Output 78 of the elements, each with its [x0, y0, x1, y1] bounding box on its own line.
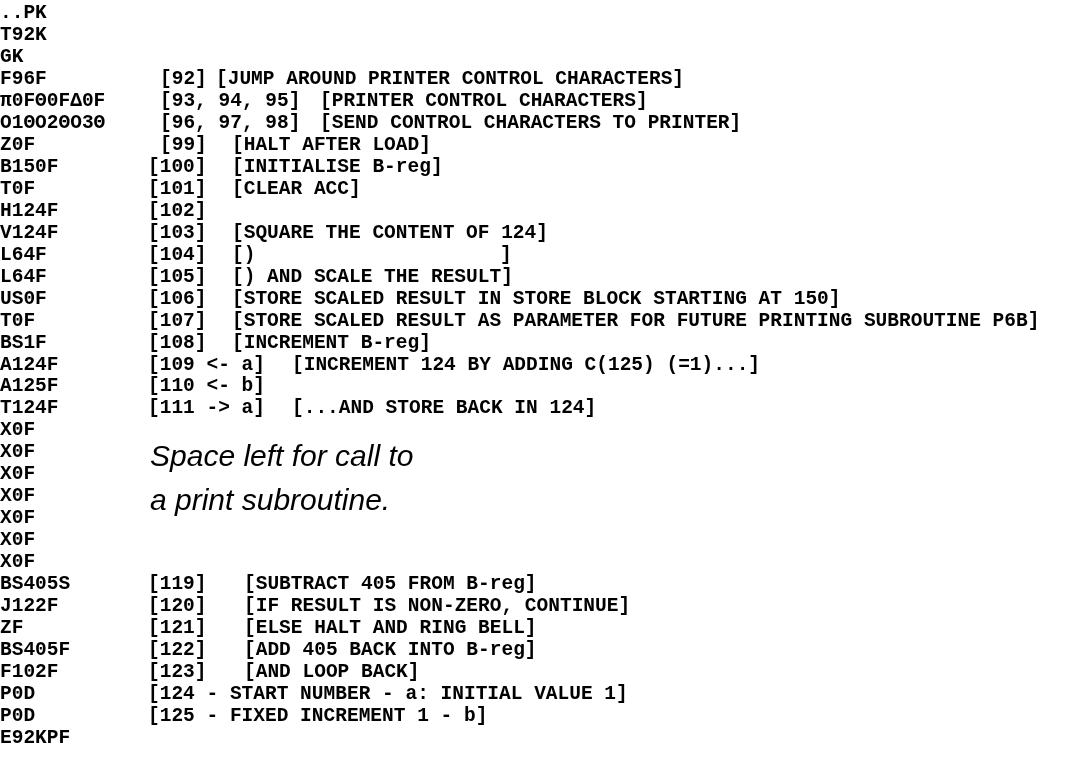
comment-text: [ELSE HALT AND RING BELL] [244, 618, 537, 639]
note-text: Space left for call to a print subroutine. [150, 437, 415, 518]
address-label: [102] [148, 200, 207, 221]
instruction-code: BS405S [0, 574, 71, 595]
address-label: [105] [148, 266, 207, 287]
instruction-code: ZF [0, 618, 24, 639]
address-label: [101] [148, 178, 207, 199]
address-label: [108] [148, 332, 207, 353]
instruction-code: V124F [0, 222, 59, 243]
instruction-code: O1ΘO2ΘO3Θ [0, 112, 106, 133]
address-label: [96, 97, 98] [160, 112, 301, 133]
instruction-code: X0F [0, 552, 36, 573]
address-label: [103] [148, 222, 207, 243]
comment-text: [) [232, 244, 256, 265]
comment-text: [) AND SCALE THE RESULT] [232, 266, 513, 287]
instruction-code: P0D [0, 706, 36, 727]
address-label: [99] [160, 134, 207, 155]
comment-text: [ADD 405 BACK INTO B-reg] [244, 640, 537, 661]
instruction-code: X0F [0, 530, 36, 551]
instruction-code: T92K [0, 24, 47, 45]
address-label: [109 <- a] [148, 354, 266, 375]
instruction-code: US0F [0, 288, 47, 309]
address-label: [106] [148, 288, 207, 309]
comment-text: [INCREMENT 124 BY ADDING C(125) (=1)...] [292, 354, 761, 375]
instruction-code: T0F [0, 310, 36, 331]
instruction-code: X0F [0, 420, 36, 441]
comment-text: [STORE SCALED RESULT IN STORE BLOCK STARTING AT 150] [232, 288, 841, 309]
instruction-code: A124F [0, 354, 59, 375]
comment-text: [PRINTER CONTROL CHARACTERS] [320, 90, 648, 111]
address-label: [93, 94, 95] [160, 90, 301, 111]
address-label: [122] [148, 640, 207, 661]
comment-text: [INCREMENT B-reg] [232, 332, 431, 353]
instruction-code: A125F [0, 376, 59, 397]
comment-text: [AND LOOP BACK] [244, 662, 420, 683]
comment-text: [JUMP AROUND PRINTER CONTROL CHARACTERS] [216, 68, 685, 89]
address-label: [107] [148, 310, 207, 331]
instruction-code: X0F [0, 508, 36, 529]
instruction-code: F96F [0, 68, 47, 89]
instruction-code: X0F [0, 486, 36, 507]
instruction-code: F102F [0, 662, 59, 683]
address-label: [92] [160, 68, 207, 89]
address-label: [123] [148, 662, 207, 683]
address-label: [119] [148, 574, 207, 595]
address-label: [124 - START NUMBER - a: INITIAL VALUE 1] [148, 684, 628, 705]
address-label: [104] [148, 244, 207, 265]
comment-text: [STORE SCALED RESULT AS PARAMETER FOR FUTURE PRINTING SUBROUTINE P6B] [232, 310, 1040, 331]
instruction-code: H124F [0, 200, 59, 221]
instruction-code: L64F [0, 266, 47, 287]
instruction-code: T0F [0, 178, 36, 199]
comment-text: [CLEAR ACC] [232, 178, 361, 199]
address-label: [125 - FIXED INCREMENT 1 - b] [148, 706, 488, 727]
comment-text: [...AND STORE BACK IN 124] [292, 398, 597, 419]
instruction-code: ..PK [0, 3, 47, 23]
address-label: [120] [148, 596, 207, 617]
comment-text: [INITIALISE B-reg] [232, 156, 443, 177]
address-label: [121] [148, 618, 207, 639]
instruction-code: B150F [0, 156, 59, 177]
address-label: [100] [148, 156, 207, 177]
instruction-code: Z0F [0, 134, 36, 155]
address-label: [110 <- b] [148, 376, 266, 397]
instruction-code: π0FΘ0FΔ0F [0, 90, 106, 111]
comment-text: [SQUARE THE CONTENT OF 124] [232, 222, 548, 243]
instruction-code: GK [0, 46, 24, 67]
instruction-code: L64F [0, 244, 47, 265]
comment-text: [IF RESULT IS NON-ZERO, CONTINUE] [244, 596, 631, 617]
instruction-code: X0F [0, 442, 36, 463]
comment-text: ] [500, 244, 512, 265]
instruction-code: BS1F [0, 332, 47, 353]
instruction-code: P0D [0, 684, 36, 705]
address-label: [111 -> a] [148, 398, 266, 419]
comment-text: [HALT AFTER LOAD] [232, 134, 431, 155]
instruction-code: T124F [0, 398, 59, 419]
instruction-code: X0F [0, 464, 36, 485]
instruction-code: E92KPF [0, 728, 71, 748]
comment-text: [SEND CONTROL CHARACTERS TO PRINTER] [320, 112, 742, 133]
instruction-code: J122F [0, 596, 59, 617]
comment-text: [SUBTRACT 405 FROM B-reg] [244, 574, 537, 595]
instruction-code: BS405F [0, 640, 71, 661]
